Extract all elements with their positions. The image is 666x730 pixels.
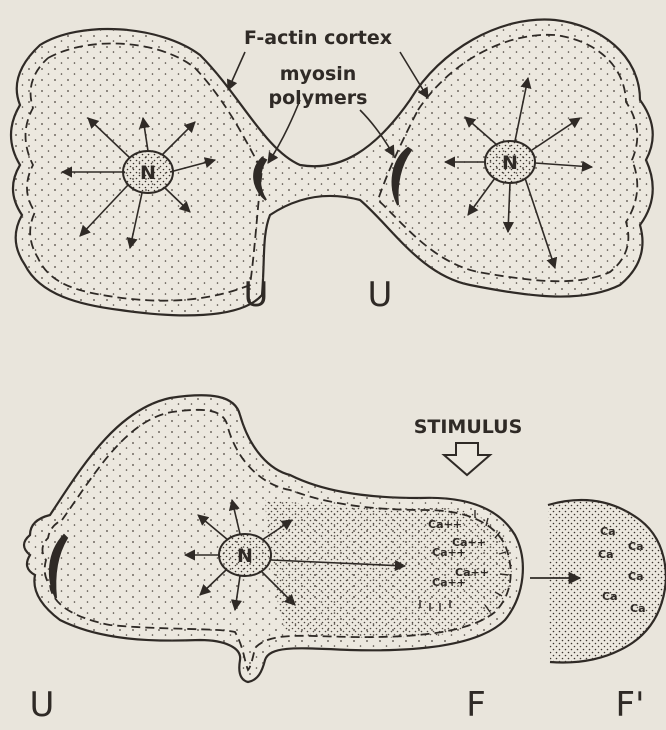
uropod-label-bottom: U [30,685,55,725]
calcium-label: Ca++ [428,518,462,531]
actin-cortex-label: F-actin cortex [244,27,392,49]
front-prime-label: F' [616,685,645,725]
stimulus-indicator: STIMULUS [414,416,523,475]
calcium-label: Ca [602,590,618,603]
calcium-label: Ca [628,570,644,583]
nucleus-label-right: N [502,152,518,174]
stimulus-label: STIMULUS [414,416,523,438]
calcium-label: Ca++ [432,576,466,589]
dividing-cell: N N [11,20,653,316]
calcium-label: Ca [598,548,614,561]
migrating-cell: N Ca++ Ca++ Ca++ Ca++ Ca++ [24,395,523,725]
calcium-label: Ca [600,525,616,538]
calcium-label: Ca++ [432,546,466,559]
uropod-label-right: U [368,275,393,315]
myosin-label-line1: myosin [280,63,357,85]
uropod-label-left: U [244,275,269,315]
stimulus-arrow [444,443,490,475]
nucleus-label-left: N [140,162,156,184]
nucleus-label-migrating: N [237,545,253,567]
front-label: F [466,685,486,725]
myosin-label-line2: polymers [269,87,368,109]
calcium-label: Ca [628,540,644,553]
calcium-label: Ca [630,602,646,615]
front-detail: Ca Ca Ca Ca Ca Ca F' [530,490,666,725]
